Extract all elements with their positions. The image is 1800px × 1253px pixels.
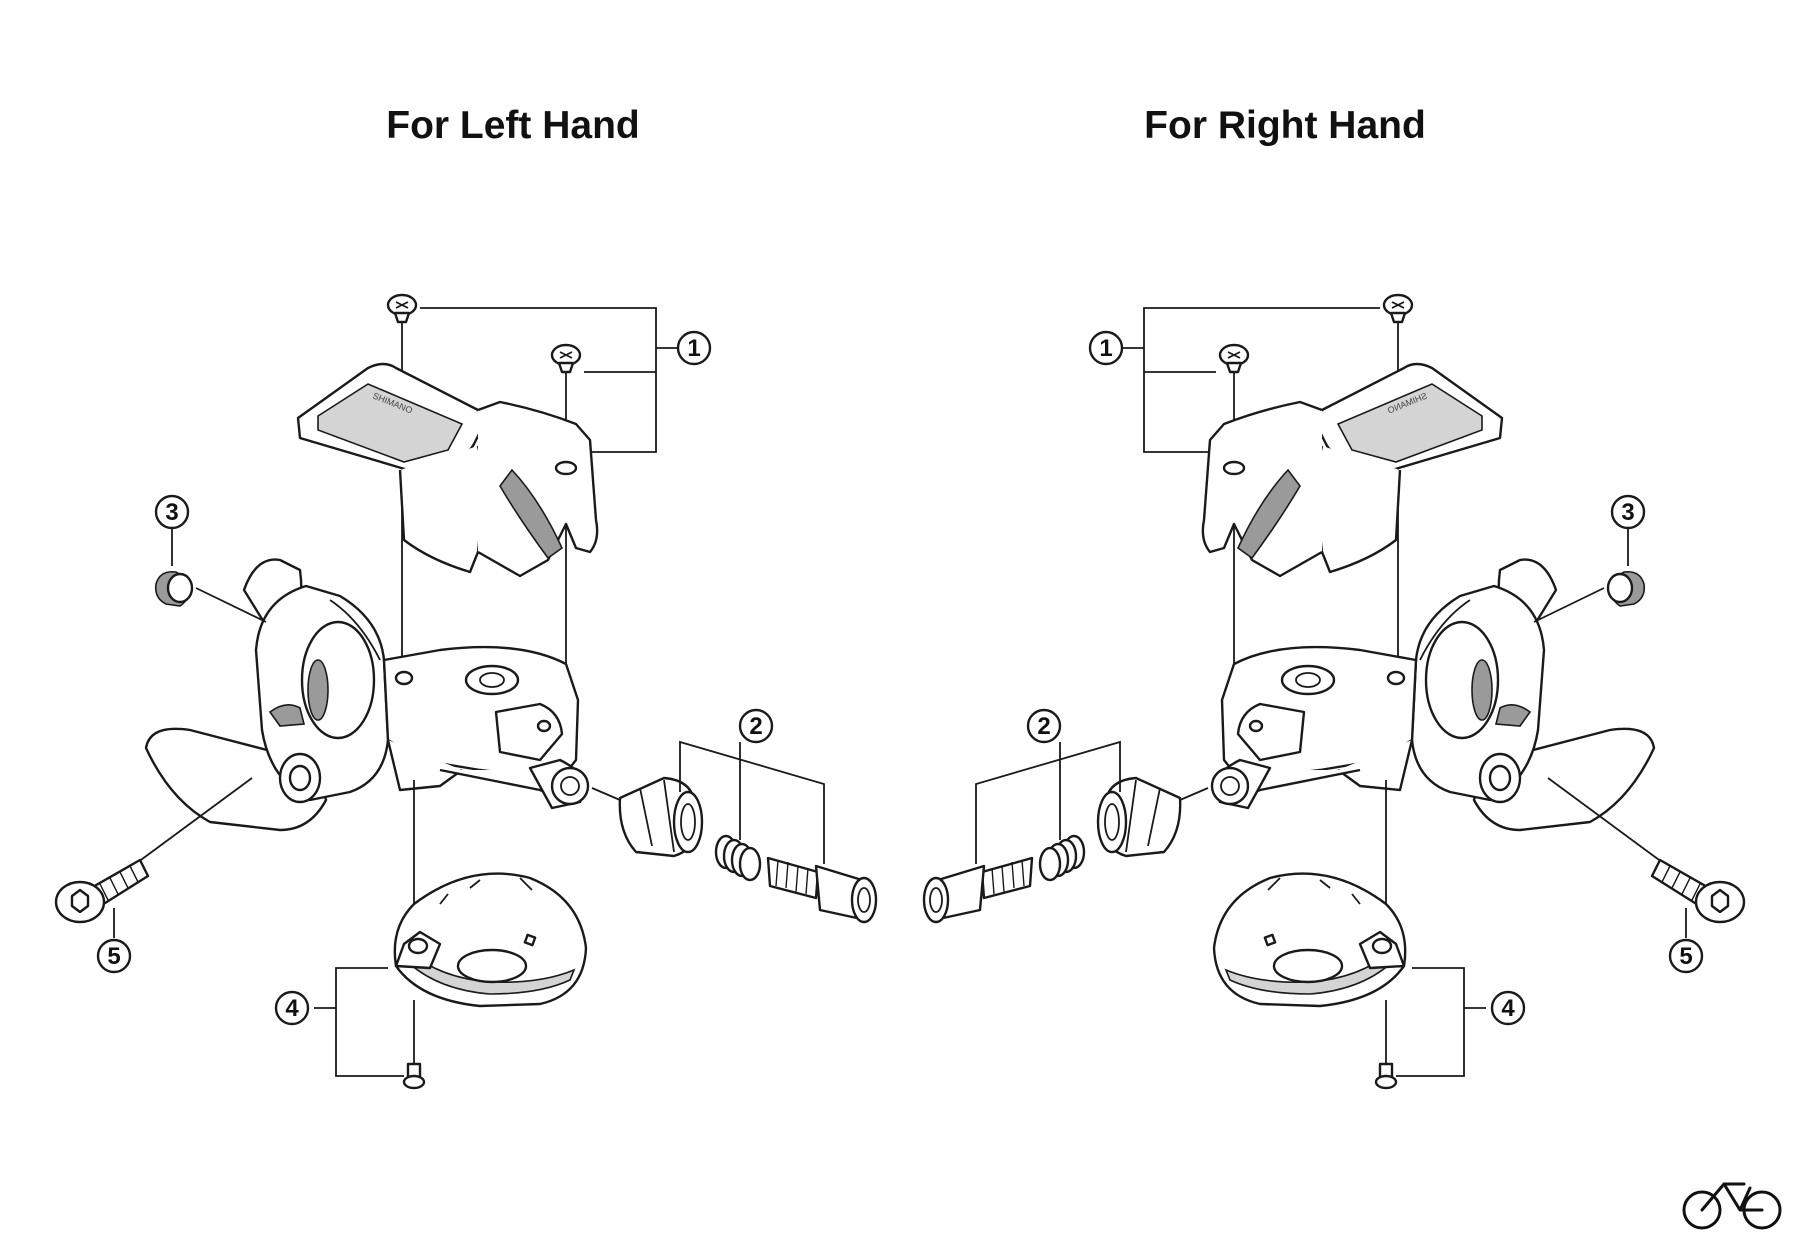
svg-text:2: 2 xyxy=(749,713,762,740)
svg-text:1: 1 xyxy=(1099,335,1112,362)
callout-right-3: 3 xyxy=(1610,494,1646,530)
heading-right-hand: For Right Hand xyxy=(1144,104,1426,147)
callout-right-1: 1 xyxy=(1088,330,1124,366)
callout-left-2: 2 xyxy=(738,708,774,744)
svg-text:5: 5 xyxy=(1679,943,1692,970)
callout-left-4: 4 xyxy=(274,990,310,1026)
callout-left-1: 1 xyxy=(676,330,712,366)
svg-text:4: 4 xyxy=(285,995,299,1022)
bicycle-icon xyxy=(1682,1182,1782,1230)
svg-text:3: 3 xyxy=(165,499,178,526)
heading-left-hand: For Left Hand xyxy=(386,104,640,147)
svg-text:1: 1 xyxy=(687,335,700,362)
svg-text:4: 4 xyxy=(1501,995,1515,1022)
right-hand-assembly xyxy=(922,293,1746,1090)
callout-right-4: 4 xyxy=(1490,990,1526,1026)
svg-text:5: 5 xyxy=(107,943,120,970)
callout-right-5: 5 xyxy=(1668,938,1704,974)
callout-left-3: 3 xyxy=(154,494,190,530)
left-hand-assembly xyxy=(54,293,878,1090)
svg-text:3: 3 xyxy=(1621,499,1634,526)
callout-right-2: 2 xyxy=(1026,708,1062,744)
callout-left-5: 5 xyxy=(96,938,132,974)
svg-text:2: 2 xyxy=(1037,713,1050,740)
